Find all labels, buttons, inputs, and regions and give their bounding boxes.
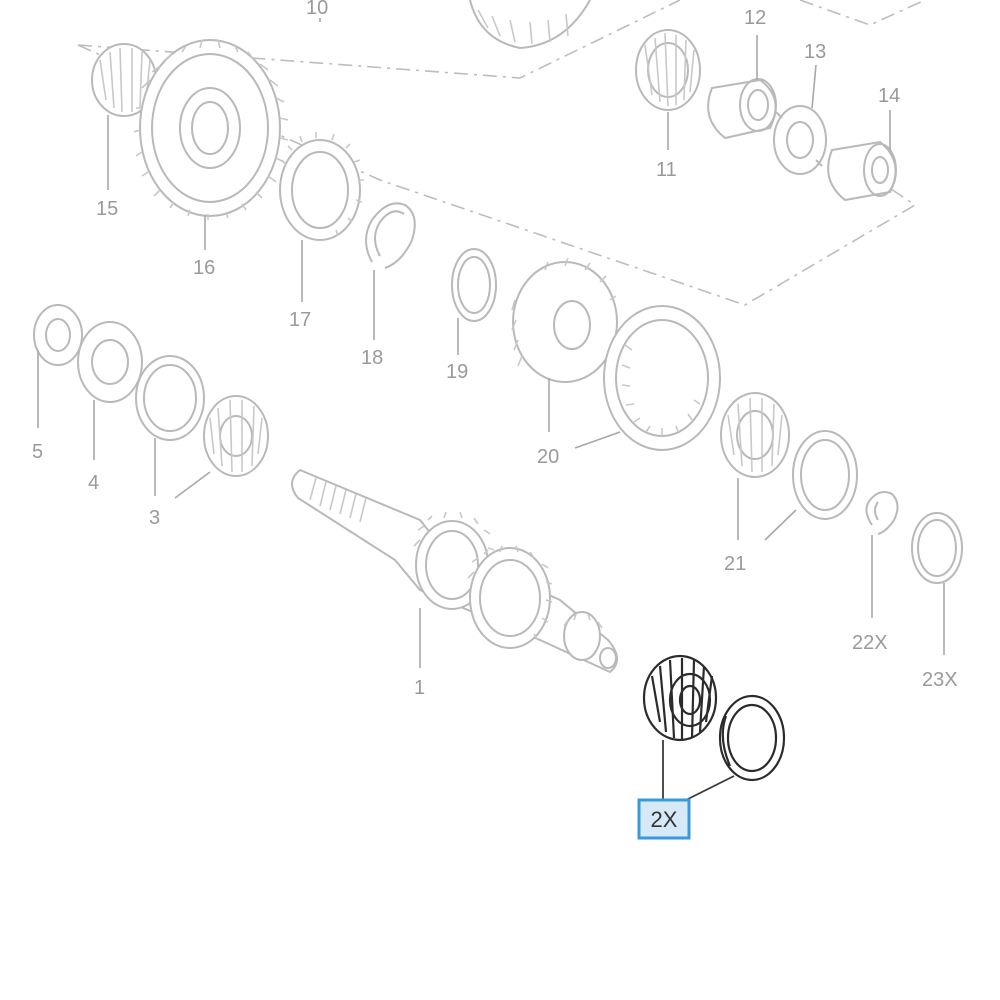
part-2x-leaders [662,740,735,801]
callout-labels: 10 11 12 13 14 15 16 17 18 19 20 21 22X … [32,0,958,699]
callout-21: 21 [724,553,746,575]
part-2x-tapered-bearing [642,654,718,742]
part-19-circlip [451,248,497,355]
callout-23x: 23X [922,669,958,691]
callout-17: 17 [289,309,311,331]
callout-14: 14 [878,85,900,107]
callout-1: 1 [414,677,425,699]
callout-11: 11 [656,159,677,181]
part-4-thrust-washer [77,321,143,460]
part-18-spring-ring [365,202,416,340]
callout-16: 16 [193,257,215,279]
callout-2x-box[interactable] [637,798,691,840]
callout-18: 18 [361,347,383,369]
part-21-bearing [720,392,858,541]
part-16-large-gear [133,39,289,250]
part-3-bearing [135,355,269,499]
callout-2x: 2X [651,807,678,832]
part-14-sleeve [827,110,897,202]
part-1-main-shaft [291,468,618,674]
part-23x-shim-ring [911,512,963,655]
callout-13: 13 [804,41,826,63]
part-13-lock-washer [773,64,827,175]
part-5-washer [33,304,83,428]
part-12-sleeve [707,35,777,140]
callout-2x-highlight[interactable]: 2X [637,798,691,840]
callout-22x: 22X [852,632,888,654]
part-10-gear [319,0,591,50]
callout-15: 15 [96,198,118,220]
callout-12: 12 [744,7,766,29]
callout-3: 3 [149,507,160,529]
part-11-needle-bearing [635,29,701,150]
part-2x-bearing-cup [718,694,786,782]
callout-4: 4 [88,472,99,494]
callout-5: 5 [32,441,43,463]
part-20-synchro-hub [511,257,721,451]
part-22x-circlip [865,491,899,618]
callout-19: 19 [446,361,468,383]
part-17-synchro-ring [279,132,364,302]
callout-10: 10 [306,0,328,19]
callout-20: 20 [537,446,559,468]
